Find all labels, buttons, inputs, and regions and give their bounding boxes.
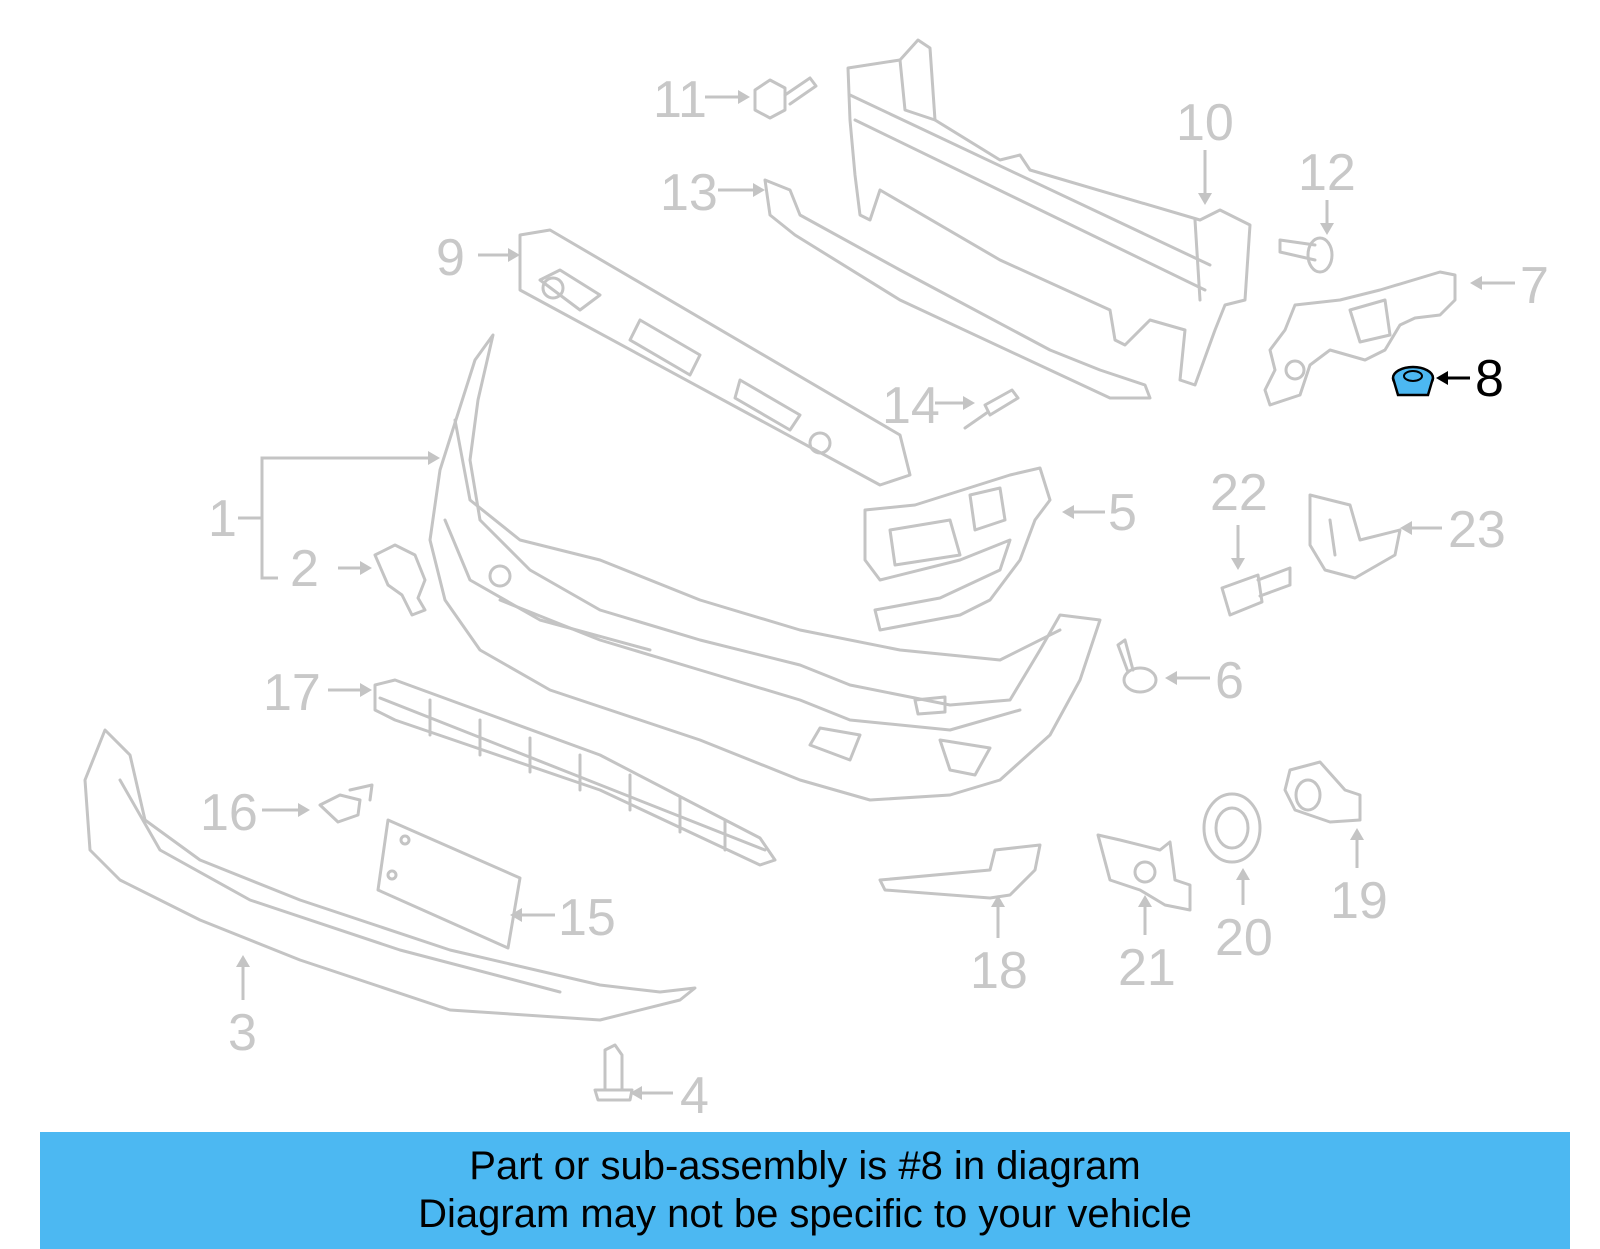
- banner-line-disclaimer: Diagram may not be specific to your vehi…: [418, 1192, 1192, 1236]
- part-15-license-plate-bracket: [376, 818, 522, 950]
- part-6-push-pin: [1116, 638, 1158, 694]
- callout-7: 7: [1520, 257, 1549, 315]
- part-11-bolt: [753, 76, 818, 120]
- part-5-bracket: [863, 466, 1052, 632]
- part-21-bracket: [1096, 833, 1192, 912]
- part-22-sensor: [1220, 566, 1292, 617]
- callout-19: 19: [1330, 872, 1388, 930]
- callout-4: 4: [680, 1067, 709, 1125]
- part-19-sensor: [1283, 760, 1362, 824]
- callout-12: 12: [1298, 144, 1356, 202]
- part-9-energy-absorber: [518, 228, 912, 487]
- callout-14: 14: [882, 377, 940, 435]
- part-23-bracket: [1308, 493, 1402, 580]
- part-1-bumper-cover: [428, 333, 1102, 802]
- callout-11: 11: [653, 71, 707, 129]
- part-8-clip: [1391, 365, 1435, 397]
- callout-10: 10: [1176, 94, 1234, 152]
- callout-13: 13: [660, 164, 718, 222]
- banner-line-part: Part or sub-assembly is #8 in diagram: [469, 1144, 1141, 1188]
- part-7-side-bracket: [1263, 270, 1457, 407]
- leader-lines: [236, 90, 1515, 1100]
- callout-22: 22: [1210, 464, 1268, 522]
- callout-21: 21: [1118, 939, 1176, 997]
- part-13-strip: [763, 178, 1152, 400]
- callout-18: 18: [970, 942, 1028, 1000]
- callout-1: 1: [208, 490, 237, 548]
- part-17-grille: [373, 678, 777, 867]
- info-banner: Part or sub-assembly is #8 in diagram Di…: [40, 1132, 1570, 1249]
- part-18-trim: [878, 843, 1042, 900]
- part-3-lower-spoiler: [83, 728, 697, 1022]
- callout-3: 3: [228, 1004, 257, 1062]
- part-14-rivet: [963, 388, 1020, 430]
- callout-17: 17: [263, 664, 321, 722]
- callout-8: 8: [1475, 350, 1504, 408]
- part-20-ring: [1202, 792, 1262, 864]
- callout-23: 23: [1448, 501, 1506, 559]
- part-16-clip: [318, 783, 374, 824]
- callout-2: 2: [290, 540, 319, 598]
- callout-16: 16: [200, 784, 258, 842]
- part-2-clip: [373, 543, 427, 617]
- callout-6: 6: [1215, 652, 1244, 710]
- part-10-bumper-reinforcement: [846, 38, 1252, 387]
- part-4-screw: [593, 1043, 634, 1102]
- part-12-pin: [1278, 236, 1334, 274]
- callout-5: 5: [1108, 484, 1137, 542]
- callout-15: 15: [558, 889, 616, 947]
- callout-20: 20: [1215, 909, 1273, 967]
- callout-9: 9: [436, 229, 465, 287]
